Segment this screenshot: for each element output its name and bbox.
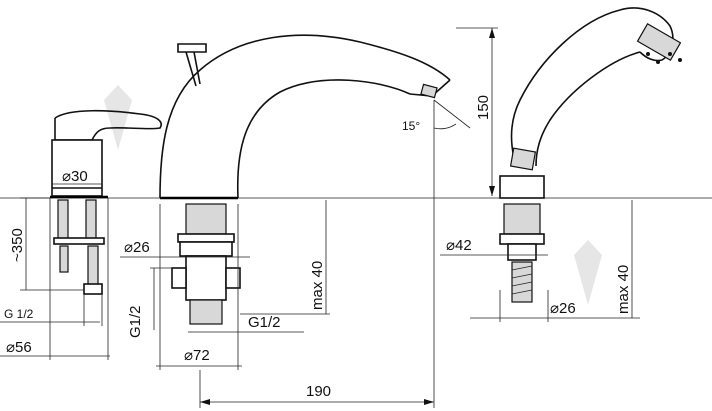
lever-valve-body [50, 109, 162, 295]
hand-shower [499, 7, 682, 303]
watermark-logo-right-icon [574, 240, 602, 305]
dim-d56-label: ⌀56 [6, 339, 32, 356]
spout-body [159, 34, 451, 325]
dim-190: 190 [199, 100, 435, 408]
dim-d30: ⌀30 [52, 168, 102, 185]
watermark-logo-left-icon [104, 85, 132, 150]
dim-d72-label: ⌀72 [184, 347, 210, 364]
dim-d26-left: ⌀26 [120, 239, 250, 258]
dim-max40-right: max 40 [600, 200, 640, 319]
dim-d26-right-label: ⌀26 [550, 300, 576, 317]
dim-150: 150 [456, 27, 498, 196]
dim-d72: ⌀72 [156, 204, 242, 370]
dim-d56: ⌀56 [0, 198, 110, 360]
dim-g12-left-label: G 1/2 [4, 307, 34, 321]
dim-d42-label: ⌀42 [446, 237, 472, 254]
dim-g12-mid-label: G1/2 [248, 314, 281, 331]
dim-350: ~350 [9, 197, 84, 291]
dim-d26-left-label: ⌀26 [124, 239, 150, 256]
dim-angle-15-label: 15° [402, 119, 420, 133]
dim-max40-left-label: max 40 [309, 261, 326, 310]
dim-d26-right: ⌀26 [470, 290, 600, 322]
dim-350-label: ~350 [9, 228, 26, 262]
dim-g12-left: G 1/2 [0, 294, 103, 326]
dim-190-label: 190 [306, 383, 331, 400]
dim-d42: ⌀42 [440, 237, 548, 256]
dim-150-label: 150 [475, 95, 492, 120]
dim-max40-left: max 40 [240, 200, 330, 315]
dim-g12-vert-label: G1/2 [127, 305, 144, 338]
dim-angle-15: 15° [402, 99, 471, 133]
dim-max40-right-label: max 40 [615, 265, 632, 314]
dim-d30-label: ⌀30 [62, 168, 88, 185]
dim-g12-mid: G1/2 [188, 314, 304, 333]
dim-g12-vert: G1/2 [127, 267, 172, 338]
